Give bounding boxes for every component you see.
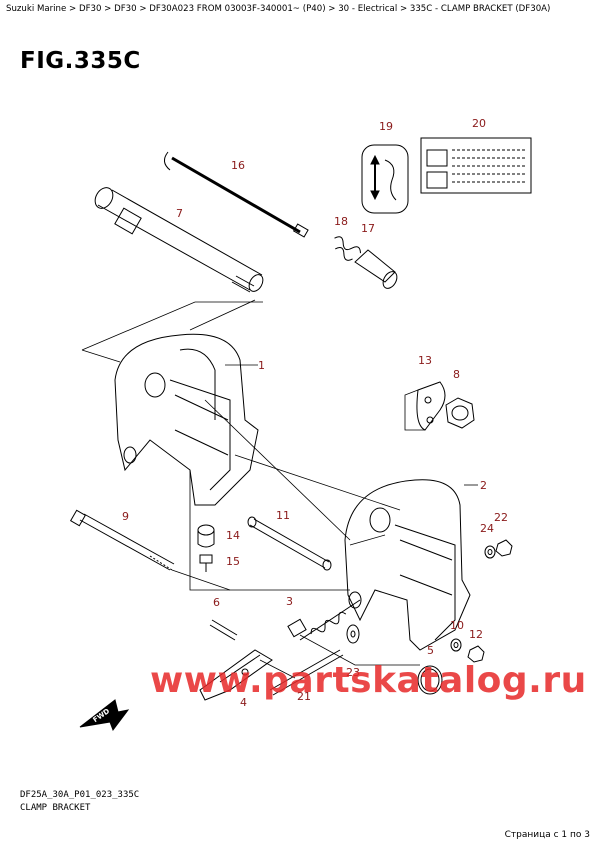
callout-8[interactable]: 8 [453,368,460,381]
callout-11[interactable]: 11 [276,509,290,522]
callout-14[interactable]: 14 [226,529,240,542]
callout-9[interactable]: 9 [122,510,129,523]
callout-10[interactable]: 10 [450,619,464,632]
callout-4[interactable]: 4 [240,696,247,709]
part-21-rod[interactable] [269,649,344,696]
callout-22[interactable]: 22 [494,511,508,524]
part-9-bolt[interactable] [69,509,175,571]
callout-19[interactable]: 19 [379,120,393,133]
diagram-code: DF25A_30A_P01_023_335C [20,790,140,800]
part-19-decal[interactable] [361,144,409,214]
part-23-washer[interactable] [346,624,360,644]
part-6-pin[interactable] [209,619,238,641]
callout-5[interactable]: 5 [427,644,434,657]
fwd-arrow-icon [79,699,130,732]
callout-1[interactable]: 1 [258,359,265,372]
part-17-pin[interactable] [354,249,400,291]
part-22-nut[interactable] [495,539,513,557]
callout-20[interactable]: 20 [472,117,486,130]
part-18-spring[interactable] [333,235,363,263]
part-3-screw[interactable] [287,599,361,641]
part-11-shaft[interactable] [247,516,332,571]
callout-24[interactable]: 24 [480,522,494,535]
part-24-washer[interactable] [484,545,496,559]
part-2-clamp-bracket[interactable] [344,479,471,651]
page-info: Страница с 1 по 3 [504,830,590,840]
figure-title: FIG.335C [20,48,141,74]
part-4-handle[interactable] [199,649,273,701]
part-7-tube[interactable] [92,184,266,293]
callout-15[interactable]: 15 [226,555,240,568]
callout-2[interactable]: 2 [480,479,487,492]
part-8-nut[interactable] [445,397,475,429]
callout-23[interactable]: 23 [346,666,360,679]
callout-13[interactable]: 13 [418,354,432,367]
diagram-name: CLAMP BRACKET [20,803,91,813]
callout-7[interactable]: 7 [176,207,183,220]
callout-16[interactable]: 16 [231,159,245,172]
callout-21[interactable]: 21 [297,690,311,703]
callout-18[interactable]: 18 [334,215,348,228]
part-16-rod[interactable] [164,151,309,238]
breadcrumb[interactable]: Suzuki Marine > DF30 > DF30 > DF30A023 F… [6,4,551,14]
part-12-nut[interactable] [467,645,485,663]
watermark: www.partskatalog.ru [150,660,587,701]
callout-3[interactable]: 3 [286,595,293,608]
part-14-collar[interactable] [197,524,215,548]
part-5-ring[interactable] [417,665,443,695]
callout-12[interactable]: 12 [469,628,483,641]
callout-17[interactable]: 17 [361,222,375,235]
part-15-bolt[interactable] [199,554,213,572]
part-13-plate[interactable] [416,381,446,431]
part-20-label[interactable] [420,137,532,194]
part-10-washer[interactable] [450,638,462,652]
callout-6[interactable]: 6 [213,596,220,609]
part-1-clamp-bracket[interactable] [114,333,259,506]
